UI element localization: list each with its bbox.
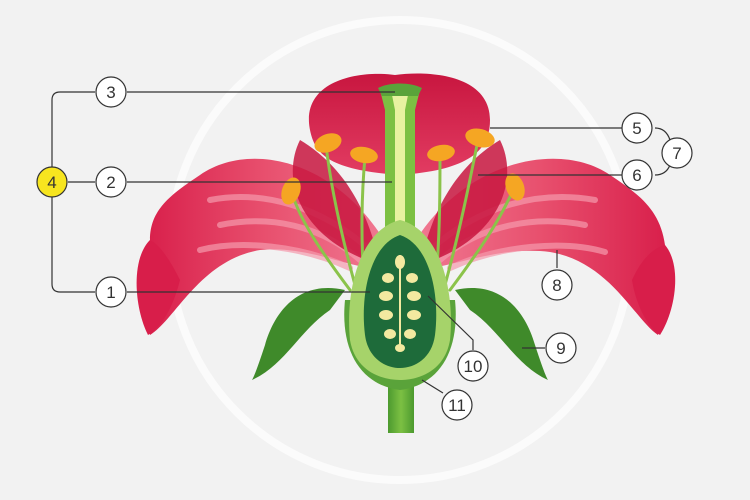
svg-text:2: 2 <box>106 173 115 192</box>
left-petal-tip <box>136 240 180 335</box>
svg-text:11: 11 <box>448 396 466 415</box>
left-sepal <box>252 288 345 380</box>
label-6: 6 <box>621 159 653 191</box>
svg-text:4: 4 <box>47 173 56 192</box>
label-5: 5 <box>621 112 653 144</box>
svg-text:1: 1 <box>106 283 115 302</box>
stigma <box>378 83 422 96</box>
label-4: 4 <box>36 166 68 198</box>
style-inner <box>392 95 408 240</box>
anthers <box>281 128 525 205</box>
label-9: 9 <box>545 332 577 364</box>
svg-text:3: 3 <box>106 83 115 102</box>
ovules <box>379 255 421 352</box>
label-10: 10 <box>457 350 489 382</box>
svg-text:9: 9 <box>556 339 565 358</box>
label-8: 8 <box>541 269 573 301</box>
label-1: 1 <box>95 276 127 308</box>
svg-text:10: 10 <box>464 357 483 376</box>
label-7: 7 <box>661 137 693 169</box>
right-sepal <box>455 288 548 380</box>
right-petal-tip <box>632 245 676 335</box>
svg-text:5: 5 <box>632 119 641 138</box>
label-2: 2 <box>95 166 127 198</box>
label-3: 3 <box>95 76 127 108</box>
svg-text:8: 8 <box>552 276 561 295</box>
label-11: 11 <box>441 389 473 421</box>
svg-text:7: 7 <box>672 144 681 163</box>
svg-text:6: 6 <box>632 166 641 185</box>
